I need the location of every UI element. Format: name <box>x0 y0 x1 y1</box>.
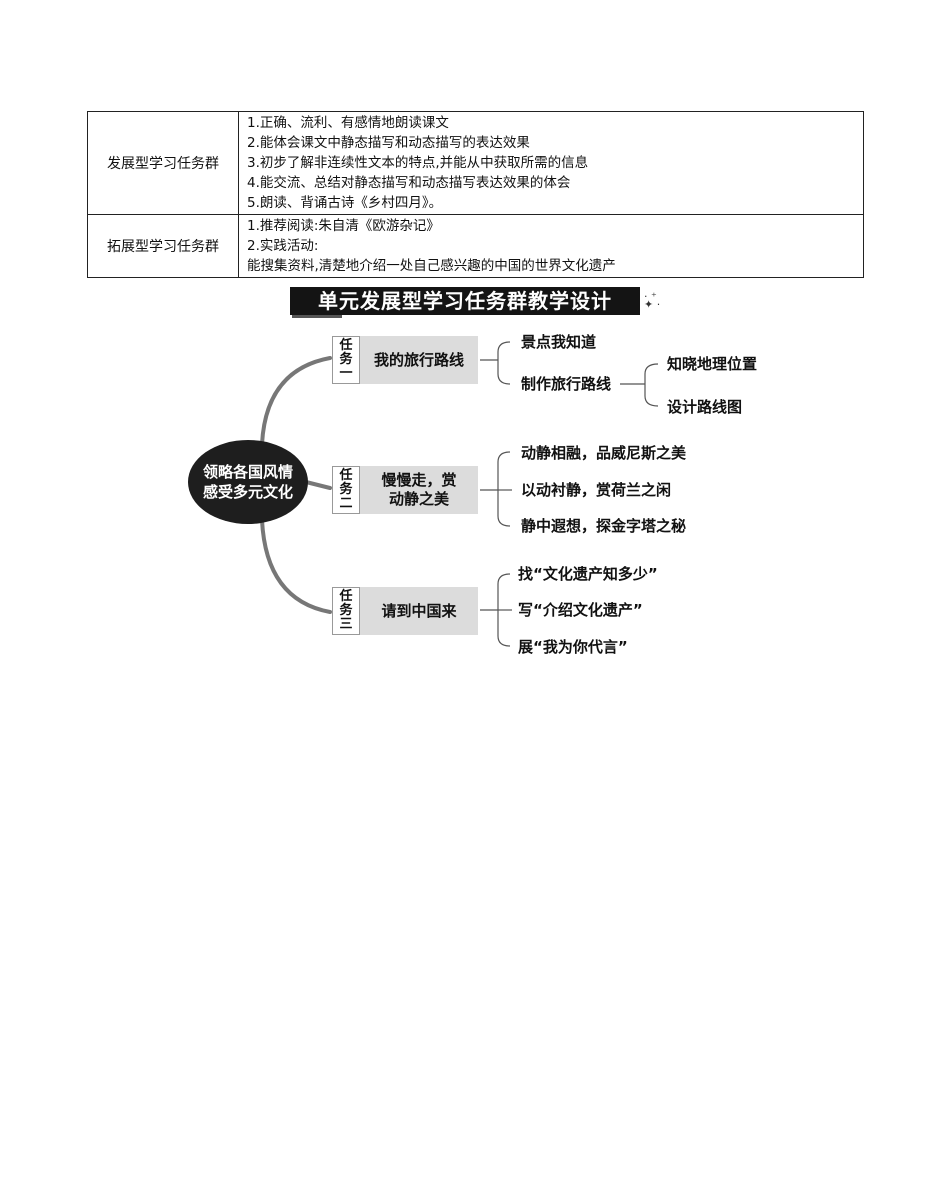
task-1-sub-child: 知晓地理位置 <box>667 355 758 373</box>
center-topic-line: 领略各国风情 <box>202 463 293 481</box>
task-1-child: 制作旅行路线 <box>521 375 612 393</box>
task-name: 我的旅行路线 <box>360 336 478 384</box>
task-2-node: 任 务 二 慢慢走，赏 动静之美 <box>332 466 478 514</box>
task-tag-char: 二 <box>339 496 353 511</box>
task-tag-char: 任 <box>339 338 353 353</box>
task-name-line: 请到中国来 <box>381 601 457 620</box>
task-tag-char: 三 <box>339 617 353 632</box>
branch-connector <box>260 518 332 614</box>
mindmap-center-topic: 领略各国风情 感受多元文化 <box>188 440 308 524</box>
goal-item: 5.朗读、背诵古诗《乡村四月》。 <box>247 195 443 211</box>
task-tag: 任 务 二 <box>332 466 360 514</box>
branch-connector <box>260 356 332 446</box>
task-2-child: 动静相融，品威尼斯之美 <box>521 444 687 462</box>
goal-item: 1.正确、流利、有感情地朗读课文 <box>247 115 449 131</box>
task-3-child: 展“我为你代言” <box>518 638 628 656</box>
task-name: 请到中国来 <box>360 587 478 635</box>
task-2-child: 以动衬静，赏荷兰之闲 <box>521 481 672 499</box>
task-tag-char: 任 <box>339 589 353 604</box>
task-1-node: 任 务 一 我的旅行路线 <box>332 336 478 384</box>
task-name-line: 动静之美 <box>388 490 449 508</box>
table-row: 拓展型学习任务群 1.推荐阅读:朱自清《欧游杂记》 2.实践活动: 能搜集资料,… <box>87 214 864 278</box>
task-tag: 任 务 一 <box>332 336 360 384</box>
goal-item: 2.实践活动: <box>247 238 319 254</box>
learning-task-table: 发展型学习任务群 1.正确、流利、有感情地朗读课文 2.能体会课文中静态描写和动… <box>87 111 864 278</box>
task-3-node: 任 务 三 请到中国来 <box>332 587 478 635</box>
task-group-label: 发展型学习任务群 <box>87 111 239 215</box>
center-topic-line: 感受多元文化 <box>202 483 293 501</box>
task-3-child: 找“文化遗产知多少” <box>518 565 658 583</box>
goal-item: 2.能体会课文中静态描写和动态描写的表达效果 <box>247 135 530 151</box>
task-tag: 任 务 三 <box>332 587 360 635</box>
task-tag-char: 务 <box>339 352 353 367</box>
task-tag-char: 务 <box>339 603 353 618</box>
task-2-child: 静中遐想，探金字塔之秘 <box>521 517 687 535</box>
goal-item: 4.能交流、总结对静态描写和动态描写表达效果的体会 <box>247 175 571 191</box>
task-1-child: 景点我知道 <box>521 333 597 351</box>
task-tag-char: 一 <box>339 366 353 381</box>
goal-item: 3.初步了解非连续性文本的特点,并能从中获取所需的信息 <box>247 155 589 171</box>
task-tag-char: 务 <box>339 482 353 497</box>
task-name-line: 我的旅行路线 <box>373 350 464 369</box>
goal-item: 能搜集资料,清楚地介绍一处自己感兴趣的中国的世界文化遗产 <box>247 258 616 274</box>
task-1-sub-child: 设计路线图 <box>667 398 743 416</box>
task-name: 慢慢走，赏 动静之美 <box>360 466 478 514</box>
task-tag-char: 任 <box>339 468 353 483</box>
task-3-child: 写“介绍文化遗产” <box>518 601 643 619</box>
task-name-line: 慢慢走，赏 <box>381 471 457 489</box>
banner-title: 单元发展型学习任务群教学设计 <box>290 287 640 315</box>
branch-connector <box>304 480 332 490</box>
task-goals-cell: 1.推荐阅读:朱自清《欧游杂记》 2.实践活动: 能搜集资料,清楚地介绍一处自己… <box>238 214 864 278</box>
task-group-label: 拓展型学习任务群 <box>87 214 239 278</box>
table-row: 发展型学习任务群 1.正确、流利、有感情地朗读课文 2.能体会课文中静态描写和动… <box>87 111 864 215</box>
task-goals-cell: 1.正确、流利、有感情地朗读课文 2.能体会课文中静态描写和动态描写的表达效果 … <box>238 111 864 215</box>
sparkle-icon: · ⁺✦ · <box>644 290 661 311</box>
banner-underline <box>292 315 342 318</box>
goal-item: 1.推荐阅读:朱自清《欧游杂记》 <box>247 218 440 234</box>
